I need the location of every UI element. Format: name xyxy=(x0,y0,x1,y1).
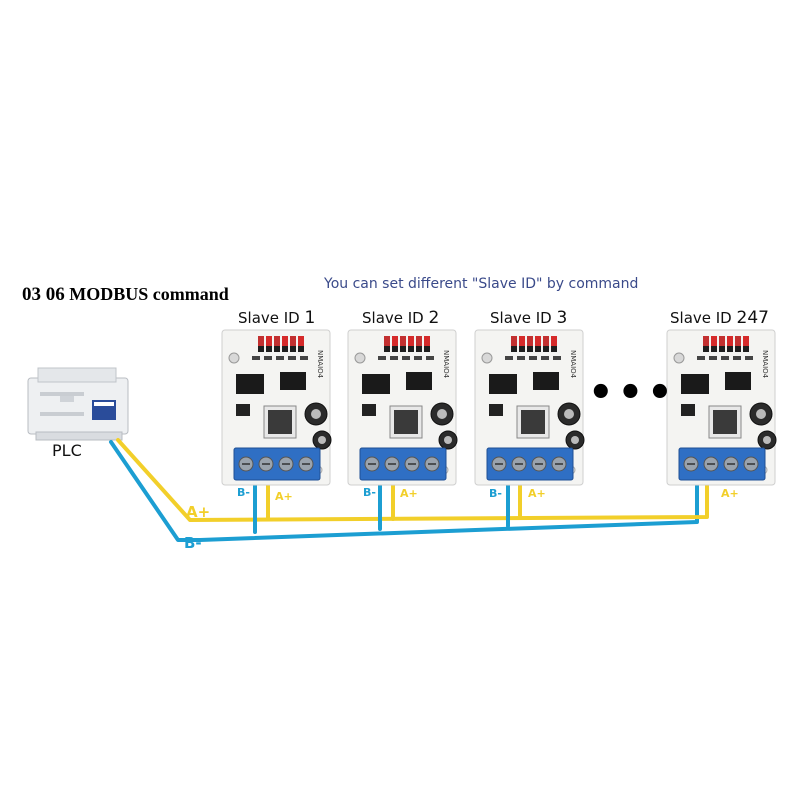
relay-board-1: NMAIO4 xyxy=(221,329,332,486)
more-slaves-ellipsis: ••• xyxy=(588,370,677,416)
a-plus-bus xyxy=(116,438,709,522)
boards-layer: NMAIO4 NMAIO4 NMAIO4 NMAIO4 xyxy=(221,329,777,486)
relay-board-247: NMAIO4 xyxy=(666,329,777,486)
slave-id-value: 2 xyxy=(428,308,440,328)
slave-label-text: Slave ID xyxy=(238,309,300,327)
a-plus-label-board-2: A+ xyxy=(400,487,418,500)
plc-label: PLC xyxy=(52,441,82,460)
slave-label-1: Slave ID 1 xyxy=(238,308,315,328)
command-codes: 03 06 xyxy=(22,284,65,305)
slave-label-text: Slave ID xyxy=(490,309,552,327)
slave-id-note: You can set different "Slave ID" by comm… xyxy=(324,276,639,292)
board-silkscreen: NMAIO4 xyxy=(316,350,324,379)
relay-board-2: NMAIO4 xyxy=(347,329,458,486)
board-silkscreen: NMAIO4 xyxy=(569,350,577,379)
command-title: 03 06 MODBUS command xyxy=(22,284,229,306)
a-plus-main-label: A+ xyxy=(186,503,211,521)
b-minus-bus xyxy=(109,440,699,542)
a-plus-label-board-3: A+ xyxy=(528,487,546,500)
slave-label-2: Slave ID 2 xyxy=(362,308,439,328)
slave-label-text: Slave ID xyxy=(670,309,732,327)
b-minus-label-board-3: B- xyxy=(489,487,502,500)
b-minus-label-board-1: B- xyxy=(237,486,250,499)
slave-id-value: 3 xyxy=(556,308,568,328)
slave-id-value: 1 xyxy=(304,308,316,328)
slave-label-3: Slave ID 3 xyxy=(490,308,567,328)
plc-device xyxy=(27,367,129,441)
slave-label-247: Slave ID 247 xyxy=(670,308,769,328)
b-minus-main-label: B- xyxy=(184,534,202,552)
slave-label-text: Slave ID xyxy=(362,309,424,327)
a-plus-label-board-1: A+ xyxy=(275,490,293,503)
relay-board-3: NMAIO4 xyxy=(474,329,585,486)
b-minus-label-board-2: B- xyxy=(363,486,376,499)
slave-id-value: 247 xyxy=(736,308,769,328)
board-silkscreen: NMAIO4 xyxy=(761,350,769,379)
command-protocol: MODBUS command xyxy=(69,284,229,304)
a-plus-label-board-247: A+ xyxy=(721,487,739,500)
bus-wires xyxy=(109,438,709,542)
board-silkscreen: NMAIO4 xyxy=(442,350,450,379)
